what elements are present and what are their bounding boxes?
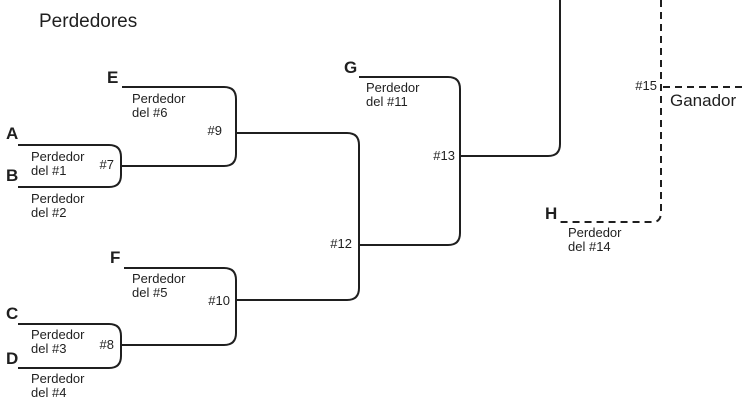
winner-label: Ganador: [670, 91, 737, 110]
entry-source-g: Perdedor del #11: [366, 80, 420, 109]
match-label-7: #7: [99, 157, 114, 172]
entry-letter-a: A: [6, 124, 19, 143]
entry-source-b: Perdedor del #2: [31, 191, 85, 220]
match12-bracket-line: [236, 132, 360, 301]
entry-source-c: Perdedor del #3: [31, 327, 85, 356]
match-label-15: #15: [635, 78, 657, 93]
entry-letter-c: C: [6, 304, 19, 323]
entry-source-e: Perdedor del #6: [132, 91, 186, 120]
entry-source-d: Perdedor del #4: [31, 371, 85, 400]
match13-bracket-line: [359, 76, 461, 246]
entry-letter-h: H: [545, 204, 558, 223]
entry-source-a: Perdedor del #1: [31, 149, 85, 178]
match13-winner-line: [460, 0, 561, 157]
entry-letter-e: E: [107, 68, 119, 87]
match10-bracket-line: [121, 267, 237, 346]
diagram-title: Perdedores: [39, 11, 138, 32]
entry-source-h: Perdedor del #14: [568, 225, 622, 254]
entry-letter-g: G: [344, 58, 358, 77]
match-label-9: #9: [207, 123, 222, 138]
match-label-8: #8: [99, 337, 114, 352]
match-label-13: #13: [433, 148, 455, 163]
entry-source-f: Perdedor del #5: [132, 271, 186, 300]
match-label-12: #12: [330, 236, 352, 251]
entry-letter-d: D: [6, 349, 19, 368]
match15-bracket-line-dashed: [560, 0, 662, 223]
match9-bracket-line: [121, 86, 237, 167]
entry-letter-b: B: [6, 166, 19, 185]
entry-letter-f: F: [110, 248, 121, 267]
match-label-10: #10: [208, 293, 230, 308]
